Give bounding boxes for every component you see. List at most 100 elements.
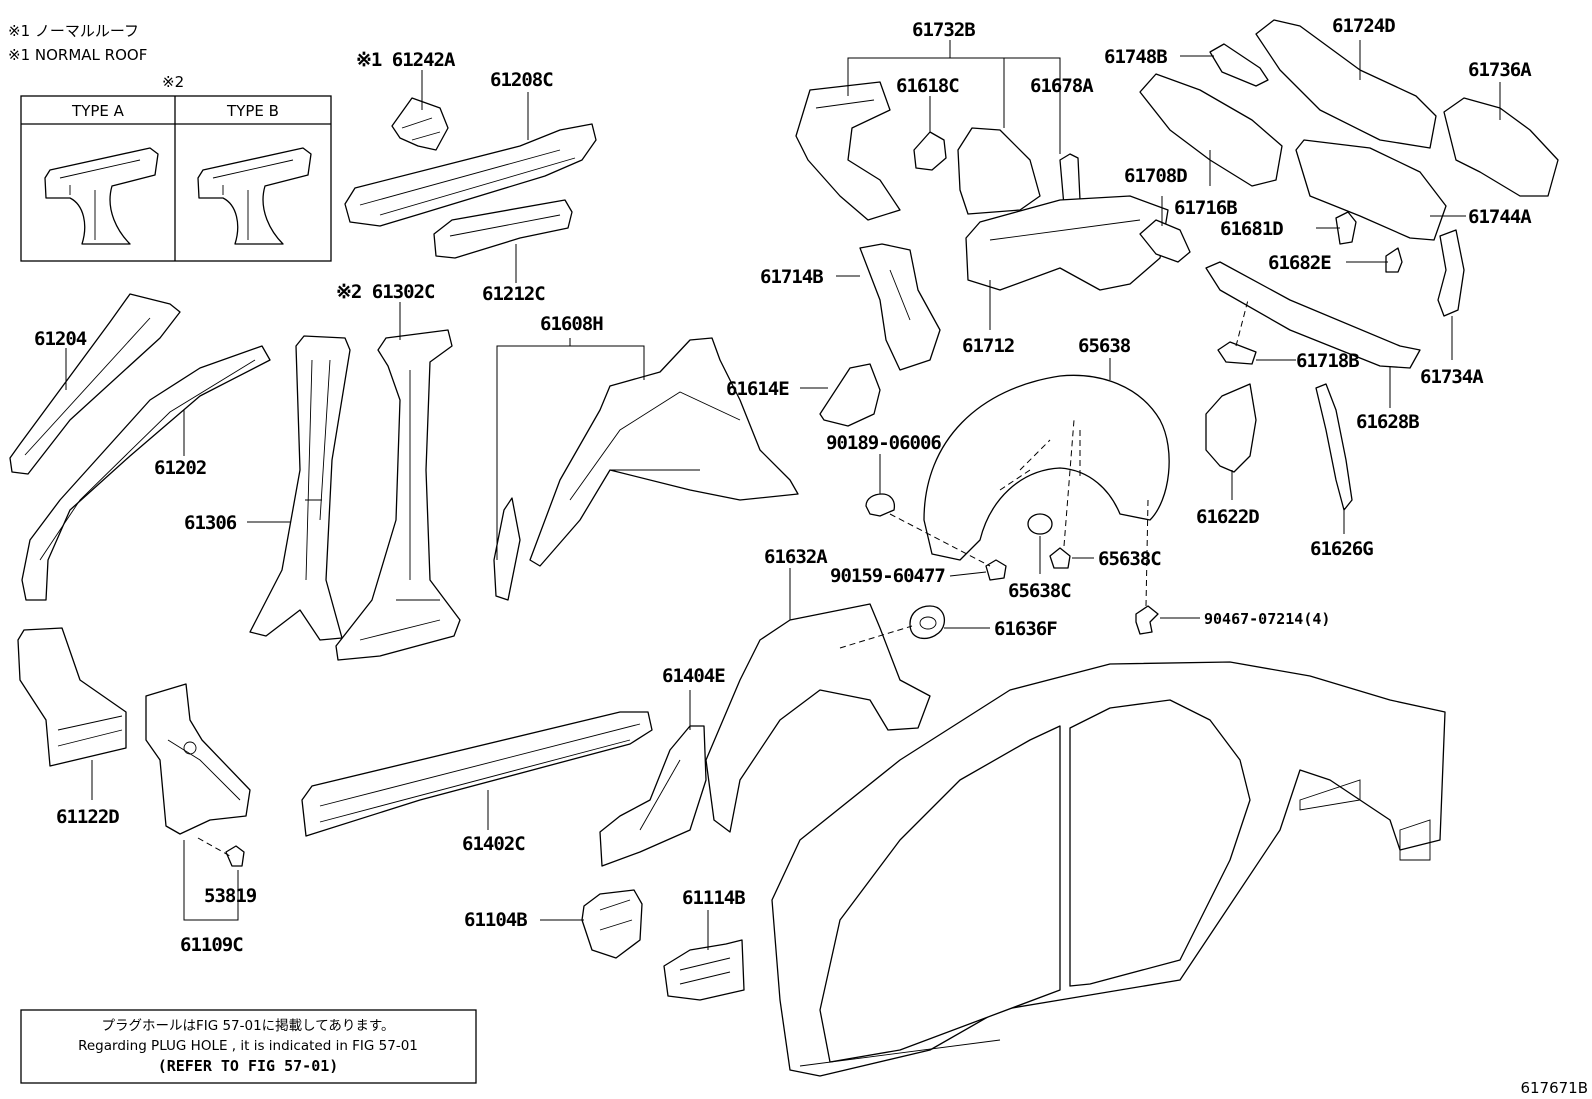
label-61618C: 61618C <box>896 75 959 97</box>
part-61212C-drawing <box>433 199 573 259</box>
part-61678A-box <box>957 127 1081 215</box>
part-61614E-drawing <box>819 363 881 427</box>
label-61708D: 61708D <box>1124 165 1187 187</box>
part-61618C-drawing <box>913 131 947 171</box>
part-61748B-drawing <box>1209 43 1269 87</box>
label-61208C: 61208C <box>490 69 553 91</box>
label-61306: 61306 <box>184 512 237 534</box>
label-61212C: 61212C <box>482 283 545 305</box>
label-90159-60477: 90159-60477 <box>830 565 945 587</box>
label-65638: 65638 <box>1078 335 1131 357</box>
part-61404E-drawing <box>599 725 707 867</box>
label-61404E: 61404E <box>662 665 725 687</box>
part-61732B-drawing <box>795 81 901 221</box>
label-61636F: 61636F <box>994 618 1057 640</box>
part-61608H-drawing <box>493 337 799 601</box>
label-61202: 61202 <box>154 457 206 479</box>
label-61109C: 61109C <box>180 934 243 956</box>
label-61732B: 61732B <box>912 19 975 41</box>
part-61708D-drawing <box>1139 219 1191 263</box>
part-65638C-clip-drawing <box>1049 547 1071 569</box>
part-53819-drawing <box>225 845 245 867</box>
part-65638C-washer-drawing <box>1027 513 1053 535</box>
part-61402C-drawing <box>301 711 653 837</box>
part-61114B-drawing <box>663 939 745 1001</box>
part-9046707214-drawing <box>1135 605 1159 635</box>
legend: ※1 ノーマルルーフ ※1 NORMAL ROOF ※2 TYPE A TYPE… <box>8 22 332 262</box>
part-61302C-drawing <box>335 329 461 661</box>
part-61681D-drawing <box>1335 211 1357 245</box>
label-65638C-a: 65638C <box>1008 580 1071 602</box>
legend-note1-jp: ※1 ノーマルルーフ <box>8 22 139 40</box>
label-61682E: 61682E <box>1268 252 1331 274</box>
part-61204-drawing <box>9 293 181 475</box>
part-61622D-drawing <box>1205 383 1257 473</box>
side-body-panel-drawing <box>771 661 1446 1077</box>
label-61622D: 61622D <box>1196 506 1259 528</box>
part-61714B-drawing <box>859 243 941 371</box>
part-61636F-drawing <box>909 605 946 640</box>
part-61716B-drawing <box>1139 73 1283 187</box>
part-61736A-drawing <box>1443 97 1559 197</box>
part-61306-drawing <box>249 335 351 641</box>
part-9015960477-drawing <box>985 559 1007 581</box>
part-61712-drawing <box>965 195 1169 291</box>
type-b-pillar <box>197 147 312 245</box>
footer-note-en: Regarding PLUG HOLE , it is indicated in… <box>78 1038 418 1054</box>
part-61104B-drawing <box>581 889 643 959</box>
type-a-label: TYPE A <box>71 102 125 120</box>
figure-id: 617671B <box>1520 1079 1588 1097</box>
label-61614E: 61614E <box>726 378 789 400</box>
part-61632A-drawing <box>705 603 931 833</box>
label-61632A: 61632A <box>764 546 828 568</box>
leader-lines <box>65 40 1501 950</box>
part-9018906006-drawing <box>865 493 896 517</box>
label-61122D: 61122D <box>56 806 119 828</box>
label-61724D: 61724D <box>1332 15 1395 37</box>
label-61402C: 61402C <box>462 833 525 855</box>
footer-note-jp: プラグホールはFIG 57-01に掲載してあります。 <box>101 1018 394 1034</box>
part-61122D-drawing <box>17 627 127 767</box>
label-61628B: 61628B <box>1356 411 1419 433</box>
part-labels: ※1 61242A 61208C 61212C 61204 61202 ※2 6… <box>34 15 1533 956</box>
label-61736A: 61736A <box>1468 59 1532 81</box>
label-61204: 61204 <box>34 328 87 350</box>
part-61109C-drawing <box>145 683 251 835</box>
label-61716B: 61716B <box>1174 197 1237 219</box>
legend-note2: ※2 <box>162 73 184 91</box>
part-61718B-drawing <box>1217 341 1257 365</box>
part-61744A-drawing <box>1295 139 1447 241</box>
part-61242A-drawing <box>391 97 449 151</box>
label-61302C: ※2 61302C <box>336 281 435 303</box>
type-b-label: TYPE B <box>226 102 279 120</box>
label-61104B: 61104B <box>464 909 527 931</box>
part-61682E-drawing <box>1385 247 1403 273</box>
label-53819: 53819 <box>204 885 257 907</box>
part-61628B-drawing <box>1205 261 1421 369</box>
part-61734A-drawing <box>1437 229 1465 317</box>
label-61712: 61712 <box>962 335 1014 357</box>
label-65638C-b: 65638C <box>1098 548 1161 570</box>
label-61681D: 61681D <box>1220 218 1283 240</box>
label-61114B: 61114B <box>682 887 745 909</box>
label-90189-06006: 90189-06006 <box>826 432 941 454</box>
label-61678A: 61678A <box>1030 75 1094 97</box>
label-61748B: 61748B <box>1104 46 1167 68</box>
part-61626G-drawing <box>1315 383 1353 511</box>
footer-note-refer: (REFER TO FIG 57-01) <box>158 1057 339 1075</box>
label-61608H: 61608H <box>540 313 603 335</box>
footer-note: プラグホールはFIG 57-01に掲載してあります。 Regarding PLU… <box>20 1009 477 1084</box>
label-61744A: 61744A <box>1468 206 1532 228</box>
label-61718B: 61718B <box>1296 350 1359 372</box>
legend-note1-en: ※1 NORMAL ROOF <box>8 46 147 64</box>
type-box <box>20 95 332 262</box>
part-65638-drawing <box>923 374 1170 561</box>
part-61202-drawing <box>21 345 271 601</box>
label-61734A: 61734A <box>1420 366 1484 388</box>
type-a-pillar <box>44 147 159 245</box>
label-61714B: 61714B <box>760 266 823 288</box>
label-61626G: 61626G <box>1310 538 1373 560</box>
label-90467-07214: 90467-07214(4) <box>1204 610 1330 628</box>
part-61724D-drawing <box>1255 19 1437 149</box>
